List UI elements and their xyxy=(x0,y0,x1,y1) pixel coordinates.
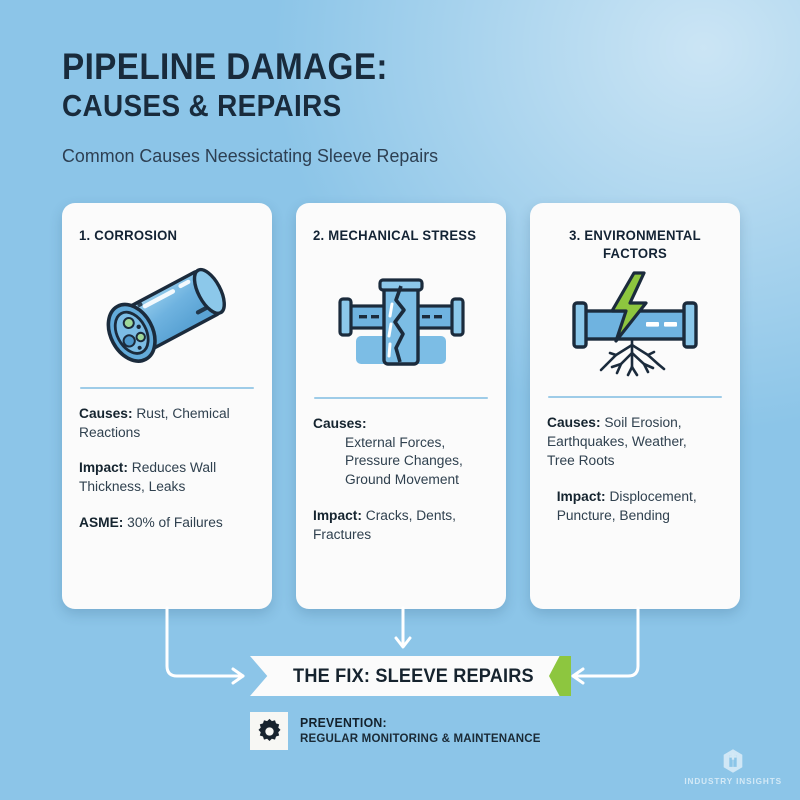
causes-line: Causes: xyxy=(313,415,484,434)
prevention-text: PREVENTION: REGULAR MONITORING & MAINTEN… xyxy=(300,715,559,746)
card-text-block: Impact: Reduces Wall Thickness, Leaks xyxy=(79,459,255,497)
watermark-label: INDUSTRY INSIGHTS xyxy=(684,777,782,786)
cracked-pipe-icon xyxy=(313,259,489,389)
card-title: 2. MECHANICAL STRESS xyxy=(313,228,477,243)
card-corrosion[interactable]: 1. CORROSION xyxy=(62,203,272,609)
connector-left xyxy=(165,606,245,678)
pipe-lightning-roots-icon xyxy=(547,260,723,390)
gear-icon xyxy=(250,712,288,750)
connector-left-arrowhead xyxy=(231,667,245,685)
causes-value: Soil Erosion, Earthquakes, Weather, Tree… xyxy=(547,415,687,470)
impact-label: Impact: xyxy=(313,508,362,525)
corroded-pipe-icon xyxy=(79,249,255,379)
fix-banner[interactable]: THE FIX: SLEEVE REPAIRS xyxy=(250,656,571,696)
causes-value: Rust, Chemical Reactions xyxy=(79,405,230,441)
prevention-detail: REGULAR MONITORING & MAINTENANCE xyxy=(300,731,541,746)
causes-label: Causes: xyxy=(79,405,133,422)
card-mechanical-stress[interactable]: 2. MECHANICAL STRESS xyxy=(296,203,506,609)
hexagon-logo-icon xyxy=(723,749,743,773)
page-title-line2: CAUSES & REPAIRS xyxy=(62,88,342,124)
causes-value-line: External Forces, Pressure Changes, Groun… xyxy=(313,434,484,491)
impact-label: Impact: xyxy=(556,488,606,505)
header: PIPELINE DAMAGE: CAUSES & REPAIRS Common… xyxy=(62,46,722,167)
card-divider xyxy=(548,396,722,399)
impact-line: Impact: Displocement, Puncture, Bending xyxy=(547,488,718,526)
card-title: 3. ENVIRONMENTAL FACTORS xyxy=(569,228,701,261)
causes-line: Causes: Soil Erosion, Earthquakes, Weath… xyxy=(547,414,718,471)
impact-value: Cracks, Dents, Fractures xyxy=(313,508,457,544)
card-text-block: Causes: Soil Erosion, Earthquakes, Weath… xyxy=(547,414,723,471)
card-divider xyxy=(314,396,488,399)
card-text-block: Causes: Rust, Chemical Reactions xyxy=(79,405,255,443)
connector-arrows xyxy=(0,600,800,690)
connector-middle-arrowhead xyxy=(394,636,412,649)
connector-right-arrowhead xyxy=(571,667,585,685)
impact-label: Impact: xyxy=(79,460,128,477)
causes-line: Causes: Rust, Chemical Reactions xyxy=(79,405,250,443)
card-divider xyxy=(80,386,254,389)
cards-container: 1. CORROSION xyxy=(62,203,740,609)
card-text-block: Impact: Cracks, Dents, Fractures xyxy=(313,507,489,545)
impact-line: Impact: Cracks, Dents, Fractures xyxy=(313,507,484,545)
card-environmental-factors[interactable]: 3. ENVIRONMENTAL FACTORS xyxy=(530,203,740,609)
causes-label: Causes: xyxy=(313,415,367,432)
asme-label: ASME: xyxy=(79,515,124,532)
prevention-row: PREVENTION: REGULAR MONITORING & MAINTEN… xyxy=(250,712,559,750)
causes-value: External Forces, Pressure Changes, Groun… xyxy=(345,434,463,489)
impact-line: Impact: Reduces Wall Thickness, Leaks xyxy=(79,459,250,497)
card-text-block: ASME: 30% of Failures xyxy=(79,514,255,533)
page-title-line1: PIPELINE DAMAGE: xyxy=(62,46,388,87)
connector-right xyxy=(571,606,640,678)
page-subtitle: Common Causes Neessictating Sleeve Repai… xyxy=(62,144,439,166)
impact-value: Displocement, Puncture, Bending xyxy=(556,488,697,524)
fix-banner-body: THE FIX: SLEEVE REPAIRS xyxy=(250,656,570,696)
card-text-block: Impact: Displocement, Puncture, Bending xyxy=(547,488,723,526)
asme-value: 30% of Failures xyxy=(123,515,223,532)
asme-line: ASME: 30% of Failures xyxy=(79,514,250,533)
card-text-block: Causes: External Forces, Pressure Change… xyxy=(313,415,489,491)
card-title: 1. CORROSION xyxy=(79,228,178,243)
chevron-accent-icon xyxy=(549,656,571,696)
causes-label: Causes: xyxy=(547,415,601,432)
watermark: INDUSTRY INSIGHTS xyxy=(684,748,782,786)
impact-value: Reduces Wall Thickness, Leaks xyxy=(79,460,217,496)
fix-banner-label: THE FIX: SLEEVE REPAIRS xyxy=(292,664,534,687)
prevention-label: PREVENTION: xyxy=(300,715,387,731)
